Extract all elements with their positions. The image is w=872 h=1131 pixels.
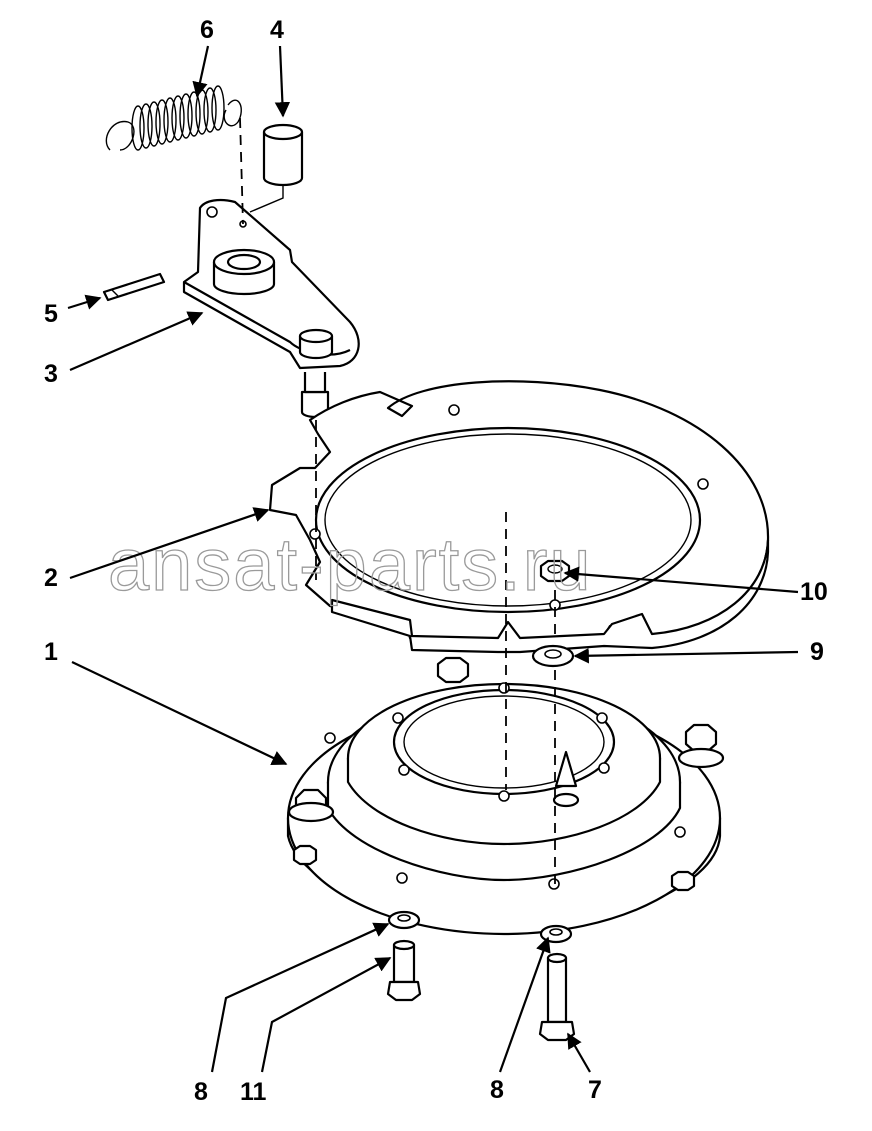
- lower-washer-right: [539, 924, 573, 944]
- leader-lines: [67, 45, 799, 1073]
- pin-part: [102, 272, 166, 302]
- callout-3: 3: [44, 360, 58, 388]
- callouts: 1 2 3 4 5 6 7 8 8 9 10 11: [44, 16, 828, 1106]
- bushing-part: [249, 123, 304, 213]
- callout-8-left: 8: [194, 1078, 208, 1106]
- callout-9: 9: [810, 638, 824, 666]
- assembly-lines: [239, 117, 556, 890]
- washer-part: [531, 644, 575, 668]
- callout-6: 6: [200, 16, 214, 44]
- callout-5: 5: [44, 300, 58, 328]
- spring-part: [105, 85, 242, 151]
- callout-10: 10: [800, 578, 828, 606]
- callout-4: 4: [270, 16, 284, 44]
- callout-1: 1: [44, 638, 58, 666]
- lever-part: [182, 198, 360, 419]
- callout-7: 7: [588, 1076, 602, 1104]
- long-bolt-part: [538, 952, 576, 1042]
- lower-washer-left: [387, 910, 421, 930]
- callout-2: 2: [44, 564, 58, 592]
- flange-ring-part: [286, 656, 725, 936]
- callout-8-right: 8: [490, 1076, 504, 1104]
- plate-part: [268, 380, 770, 654]
- callout-11: 11: [240, 1078, 267, 1106]
- nut-part: [539, 559, 571, 583]
- watermark-text: ansat-parts.ru: [108, 523, 593, 606]
- short-bolt-part: [386, 939, 422, 1002]
